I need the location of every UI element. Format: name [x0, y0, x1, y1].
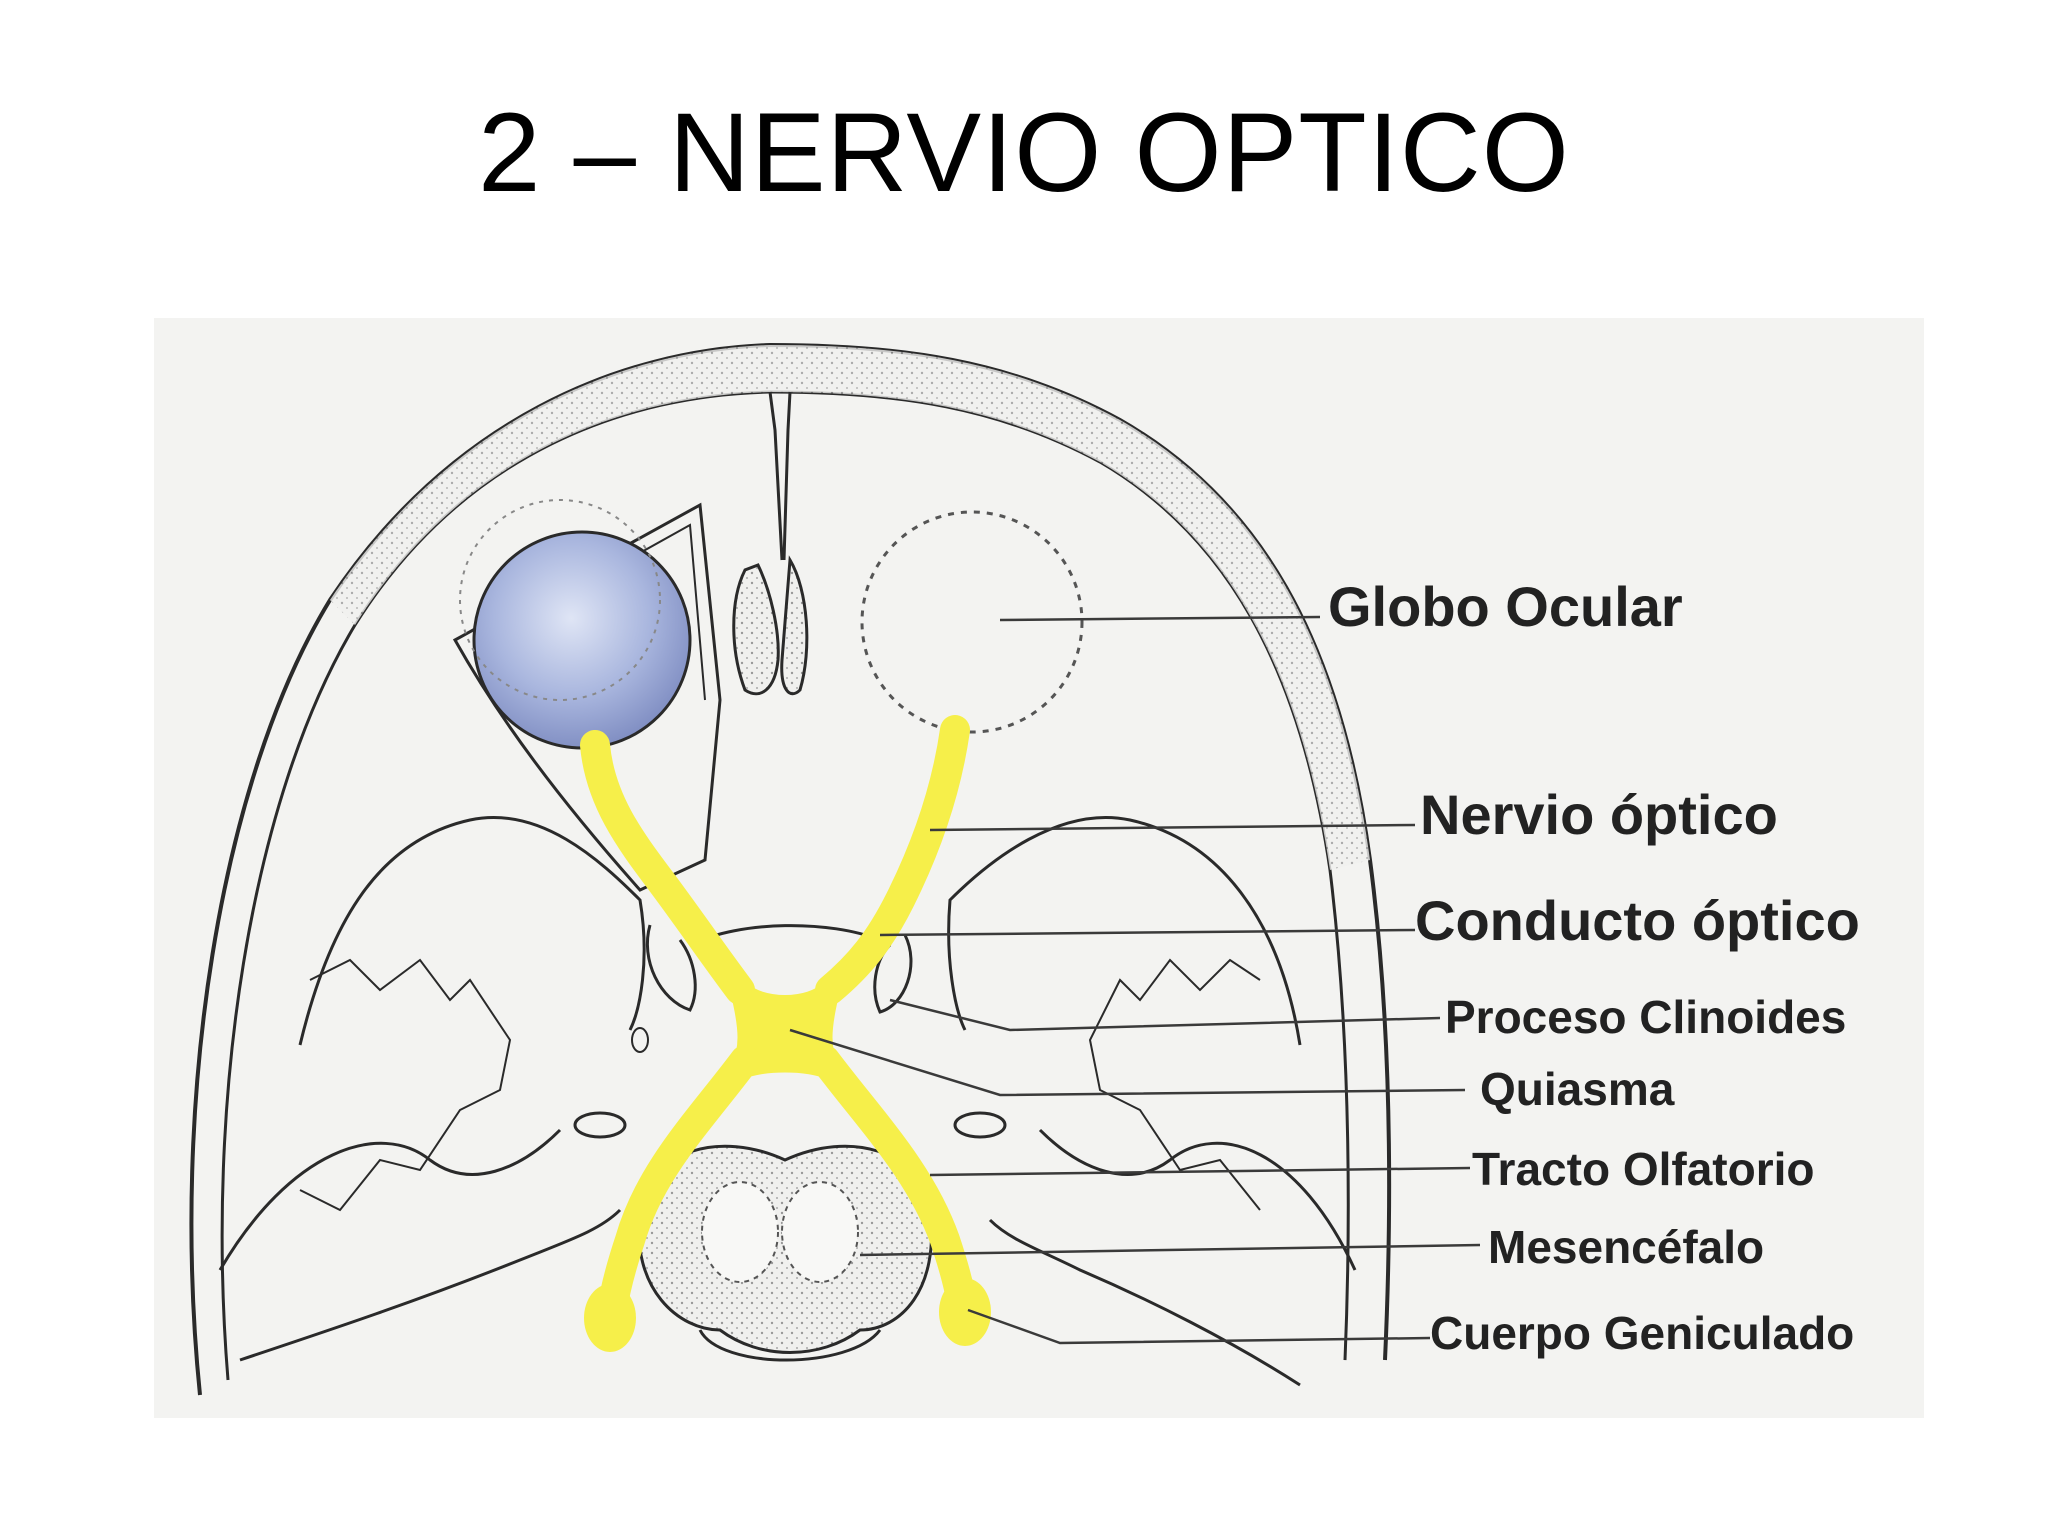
left-eyeball-ghost	[459, 499, 661, 701]
left-small-foramen	[631, 1027, 649, 1053]
leader-quiasma	[789, 1028, 1466, 1097]
leader-mesencefalo	[859, 1243, 1481, 1257]
label-mesencefalo: Mesencéfalo	[1488, 1221, 1765, 1273]
leader-proceso-clinoides	[889, 998, 1441, 1032]
left-sphenoid-wing	[299, 958, 512, 1212]
ethmoid-cells	[732, 555, 809, 696]
skull-outer-outline	[189, 342, 1392, 1396]
right-eyeball-outline	[860, 510, 1084, 734]
leader-conducto-optico	[879, 928, 1416, 937]
left-optic-nerve	[580, 730, 755, 1005]
right-foramen	[953, 1111, 1007, 1139]
midbrain-base	[698, 1329, 882, 1362]
right-clinoid-process	[873, 934, 913, 1014]
label-cuerpo-geniculado: Cuerpo Geniculado	[1430, 1307, 1855, 1359]
right-fossa-outline	[947, 816, 1357, 1271]
leader-cuerpo-geniculado	[967, 1308, 1431, 1345]
left-petrous-outline	[239, 1208, 622, 1362]
midbrain-right-peduncle	[781, 1181, 859, 1283]
right-optic-nerve	[815, 715, 970, 1005]
label-nervio-optico: Nervio óptico	[1420, 783, 1778, 846]
right-sphenoid-wing	[1088, 958, 1261, 1211]
label-conducto-optico: Conducto óptico	[1415, 889, 1860, 952]
left-clinoid-process	[645, 924, 697, 1012]
left-orbit-outline	[452, 502, 722, 892]
right-petrous-outline	[988, 1218, 1301, 1387]
left-optic-tract	[597, 1045, 760, 1325]
right-geniculate-body	[939, 1278, 991, 1346]
left-geniculate-body	[584, 1284, 636, 1352]
falx-midline	[768, 391, 792, 561]
leader-nervio-optico	[929, 823, 1416, 832]
midbrain-left-peduncle	[701, 1181, 779, 1283]
slide-title: 2 – NERVIO OPTICO	[478, 90, 1570, 215]
left-foramen	[573, 1111, 627, 1139]
label-globo-ocular: Globo Ocular	[1328, 575, 1683, 638]
skull-inner-outline	[220, 390, 1350, 1381]
leader-tracto-olfatorio	[929, 1166, 1471, 1177]
label-quiasma: Quiasma	[1480, 1063, 1675, 1115]
label-proceso-clinoides: Proceso Clinoides	[1445, 991, 1847, 1043]
left-eyeball	[472, 530, 692, 750]
leader-globo-ocular	[999, 615, 1321, 622]
leader-lines	[789, 615, 1481, 1345]
label-tracto-olfatorio: Tracto Olfatorio	[1472, 1143, 1815, 1195]
left-fossa-outline	[218, 816, 646, 1271]
